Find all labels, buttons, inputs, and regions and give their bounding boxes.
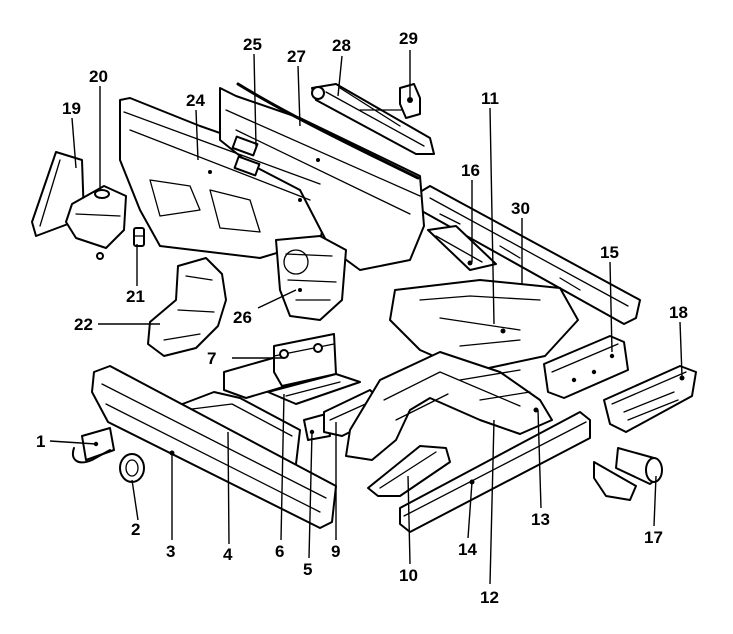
- callout-30: 30: [511, 199, 530, 218]
- part-1-tow-hook: [72, 427, 115, 464]
- callout-11: 11: [481, 89, 499, 108]
- callout-27: 27: [287, 47, 306, 66]
- callout-12: 12: [480, 588, 499, 607]
- callout-16: 16: [461, 161, 480, 180]
- callout-22: 22: [74, 315, 93, 334]
- callout-14: 14: [458, 540, 477, 559]
- callout-2: 2: [131, 520, 140, 539]
- part-11-floor-pan: [389, 279, 579, 373]
- part-17-mount: [593, 447, 663, 501]
- part-15-seat-panel: [543, 335, 629, 399]
- callout-5: 5: [303, 560, 312, 579]
- callout-10: 10: [399, 566, 418, 585]
- part-21-bolt: [133, 227, 145, 247]
- part-18-tray: [603, 365, 697, 433]
- callout-21: 21: [126, 287, 145, 306]
- part-22-air-duct: [147, 257, 227, 357]
- callout-26: 26: [233, 308, 252, 327]
- part-10-crossmember: [367, 445, 451, 497]
- callout-6: 6: [275, 542, 284, 561]
- callout-15: 15: [600, 243, 619, 262]
- callout-17: 17: [644, 528, 663, 547]
- callout-24: 24: [186, 91, 205, 110]
- callout-3: 3: [166, 542, 175, 561]
- part-20-reservoir: [65, 185, 127, 260]
- part-29-clip: [399, 83, 421, 119]
- part-16-bracket: [427, 225, 497, 271]
- part-7-battery-tray: [223, 333, 337, 399]
- part-6-plate: [267, 373, 361, 405]
- leader-lines: [49, 50, 683, 585]
- callout-28: 28: [332, 36, 351, 55]
- part-2-grommet: [119, 453, 145, 483]
- callout-25: 25: [243, 35, 262, 54]
- callout-9: 9: [331, 542, 340, 561]
- callout-13: 13: [531, 510, 550, 529]
- part-24-25-firewall: [119, 87, 425, 271]
- callout-1: 1: [36, 432, 45, 451]
- callout-18: 18: [669, 303, 688, 322]
- part-12-13-frame-rail: [345, 351, 553, 461]
- callout-4: 4: [223, 545, 233, 564]
- part-3-bumper-reinforcement: [91, 365, 337, 529]
- part-26-strut-tower: [275, 235, 347, 321]
- callout-29: 29: [399, 29, 418, 48]
- callout-numbers: 1 2 3 4 5 6 7 9 10 11 12 13 14 15 16 17 …: [36, 29, 688, 607]
- callout-20: 20: [89, 67, 108, 86]
- part-14-lower-rail: [399, 411, 591, 533]
- callout-7: 7: [207, 349, 216, 368]
- callout-19: 19: [62, 99, 81, 118]
